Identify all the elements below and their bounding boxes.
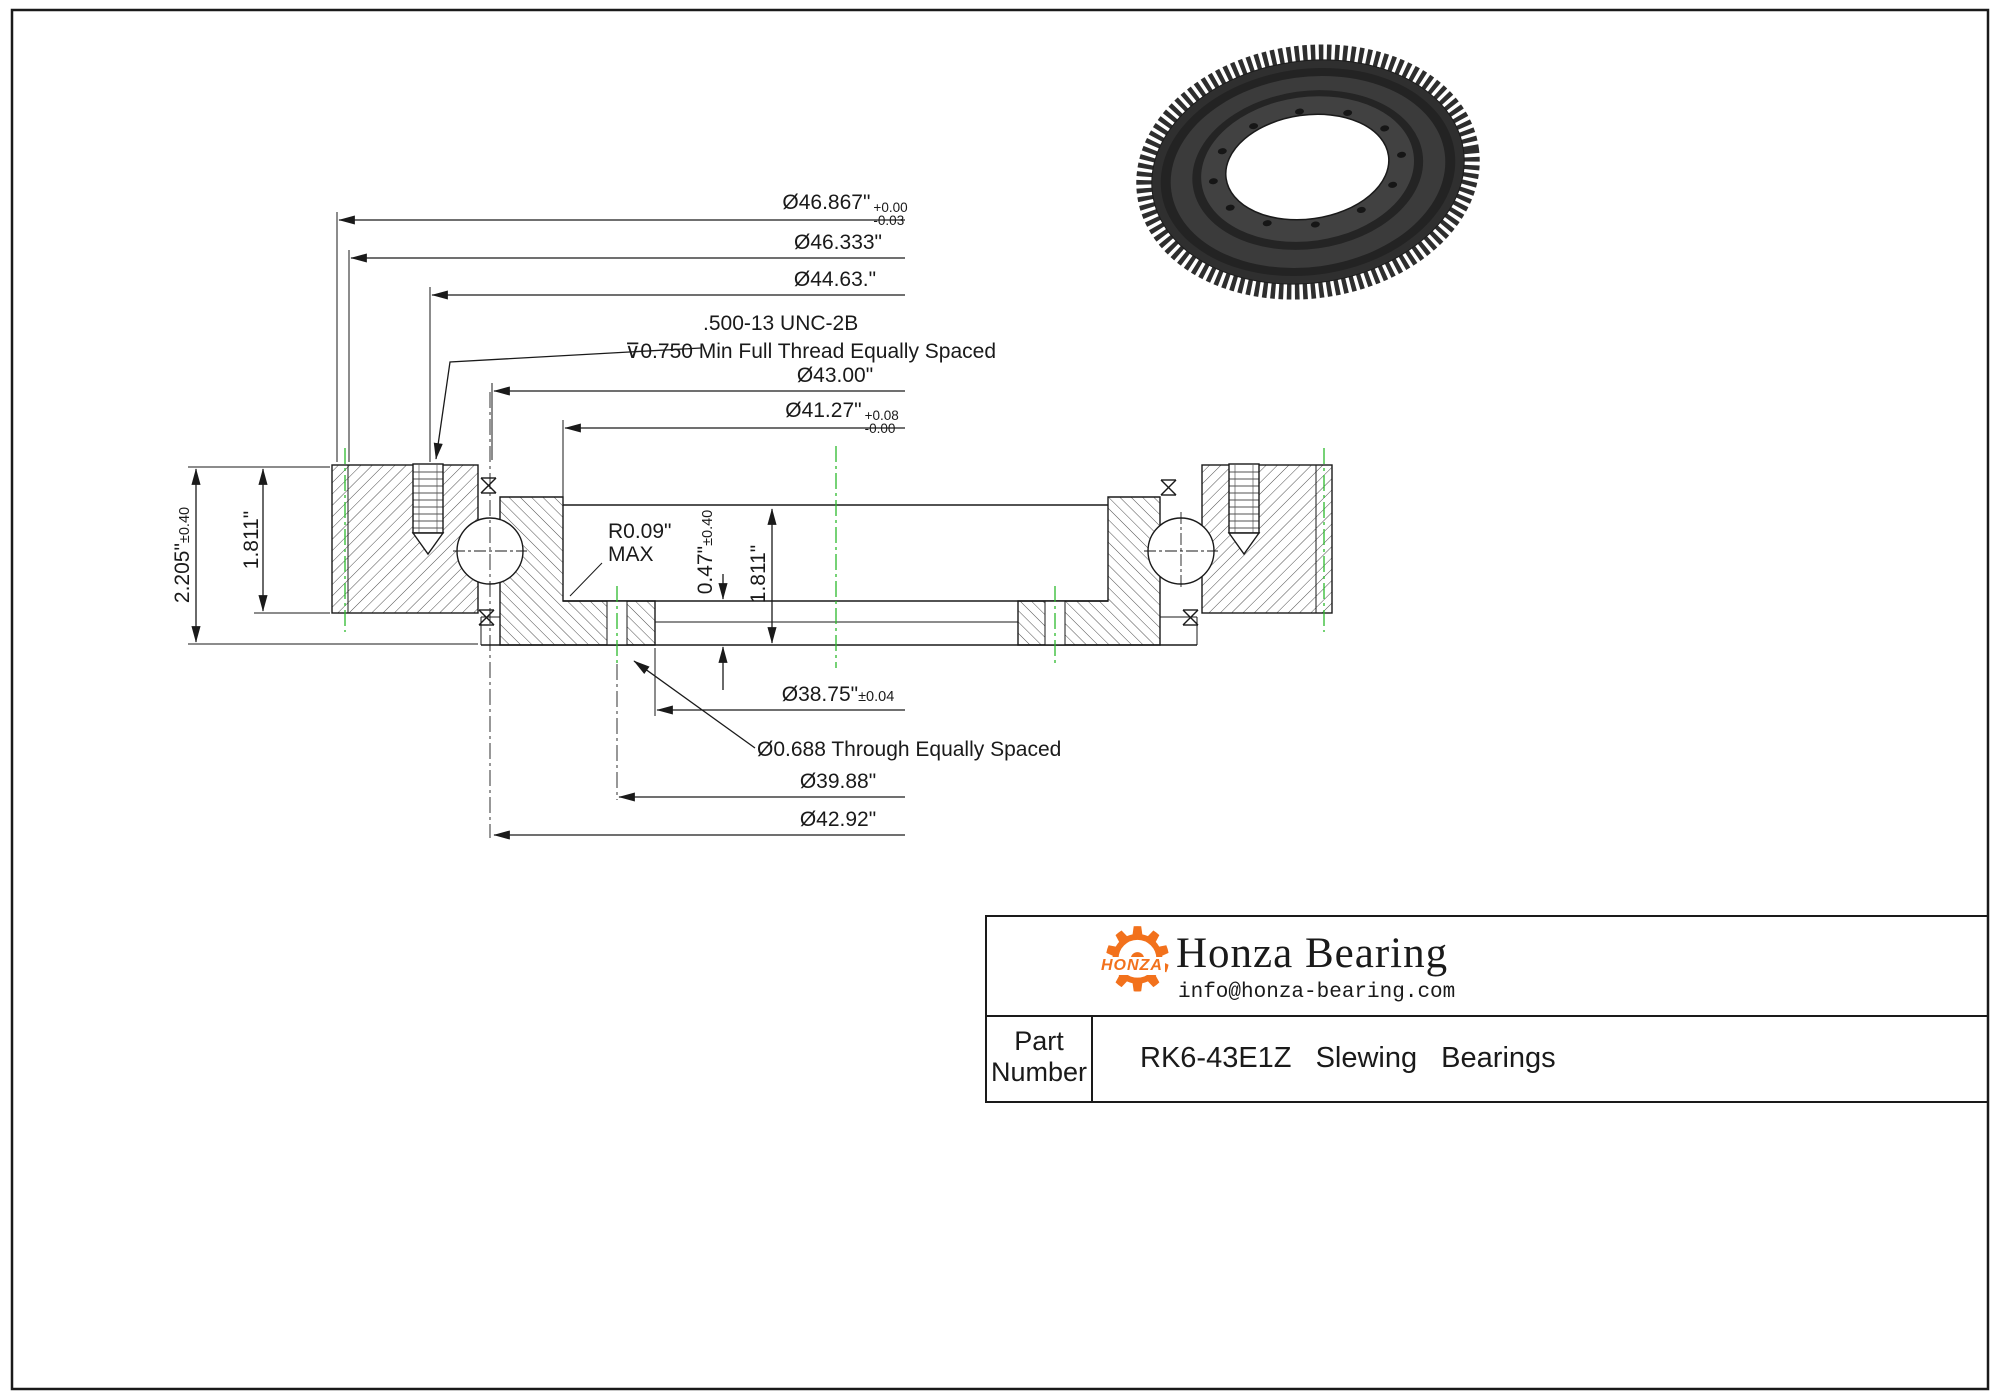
bolt-hole-right: [1227, 463, 1261, 556]
bolt-hole-left: [411, 463, 445, 556]
brand-name: Honza Bearing: [1176, 930, 1449, 977]
bearing-photo: [1136, 44, 1480, 300]
dim-4292-label: Ø42.92": [799, 808, 877, 831]
centerlines: [344, 446, 1325, 668]
section-view: [331, 463, 1333, 646]
dim-step-height-label: 0.47"±0.40: [694, 509, 717, 595]
outer-ring-left-section: [331, 464, 479, 614]
sheet-border: [10, 8, 1990, 1391]
bolt-hole-dots: [1208, 108, 1406, 228]
brand-email: info@honza-bearing.com: [1178, 981, 1456, 1004]
inner-ring-right-section: [1017, 496, 1161, 646]
dim-4463-label: Ø44.63.": [793, 268, 877, 291]
title-block-frame: [985, 915, 1989, 1103]
dim-inner-ring-height-label: 1.811": [747, 544, 770, 604]
dim-3988-label: Ø39.88": [799, 770, 877, 793]
part-number-label: Part Number: [990, 1026, 1088, 1087]
dim-3875-label: Ø38.75"±0.04: [781, 683, 895, 706]
dim-bore-label: Ø41.27"+0.08-0.00: [785, 399, 899, 436]
extension-lines: [188, 212, 656, 716]
dim-outer-diameter-label: Ø46.867"+0.00-0.03: [782, 191, 908, 228]
dimension-lines: [191, 215, 905, 840]
part-number-value: RK6-43E1Z Slewing Bearings: [1140, 1042, 1556, 1074]
thread-depth-note: ⊽0.750 Min Full Thread Equally Spaced: [625, 340, 997, 363]
dim-root-diameter-label: Ø46.333": [793, 231, 883, 254]
seal-marks: [478, 477, 1199, 626]
dim-4300-label: Ø43.00": [796, 364, 874, 387]
through-hole-note: Ø0.688 Through Equally Spaced: [757, 738, 1062, 761]
thread-spec-note: .500-13 UNC-2B: [703, 312, 859, 335]
dim-total-height-label: 2.205"±0.40: [171, 506, 194, 604]
logo-text: HONZA: [1099, 957, 1165, 975]
dim-outer-ring-height-label: 1.811": [240, 510, 263, 570]
radius-max-note: R0.09" MAX: [608, 520, 672, 566]
outer-ring-right-section: [1201, 464, 1333, 614]
